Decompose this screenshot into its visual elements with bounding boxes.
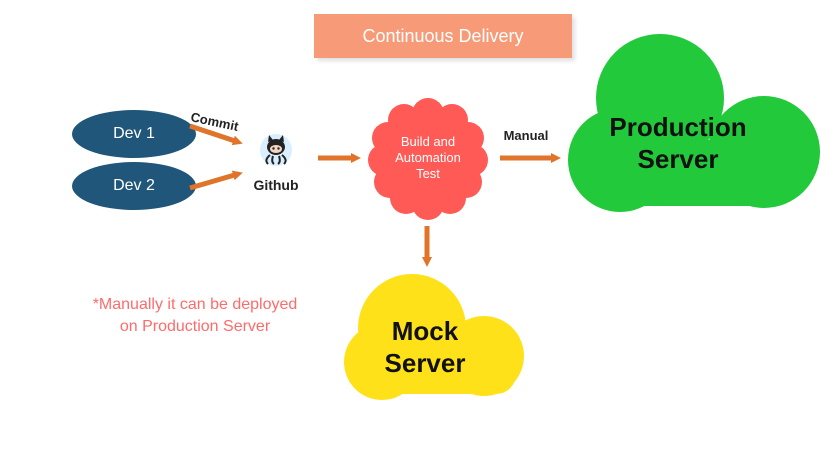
manual-label: Manual bbox=[504, 128, 549, 143]
build-line-2: Automation bbox=[395, 150, 461, 165]
arrow-dev2-to-github bbox=[189, 170, 243, 191]
dev-1-label: Dev 1 bbox=[113, 125, 155, 142]
dev-2-label: Dev 2 bbox=[113, 177, 155, 194]
page-title: Continuous Delivery bbox=[362, 25, 524, 46]
github-octocat-icon bbox=[260, 134, 292, 166]
arrow-dev1-to-github bbox=[189, 123, 243, 146]
mock-line-1: Mock bbox=[392, 316, 459, 346]
build-line-1: Build and bbox=[401, 134, 455, 149]
note-line-1: *Manually it can be deployed bbox=[92, 296, 298, 313]
arrows bbox=[189, 123, 561, 267]
production-server-cloud: Production Server bbox=[568, 34, 820, 212]
production-line-1: Production bbox=[609, 112, 746, 142]
build-line-3: Test bbox=[416, 166, 440, 181]
mock-line-2: Server bbox=[385, 348, 466, 378]
production-line-2: Server bbox=[638, 144, 719, 174]
note-line-2: on Production Server bbox=[119, 318, 271, 335]
mock-server-cloud: Mock Server bbox=[344, 274, 524, 400]
dev-2-node: Dev 2 bbox=[72, 162, 196, 210]
build-automation-node: Build and Automation Test bbox=[368, 98, 488, 220]
manual-deploy-note: *Manually it can be deployed on Producti… bbox=[60, 294, 330, 338]
title-banner: Continuous Delivery bbox=[314, 14, 572, 58]
dev-1-node: Dev 1 bbox=[72, 110, 196, 158]
github-label: Github bbox=[253, 177, 298, 193]
